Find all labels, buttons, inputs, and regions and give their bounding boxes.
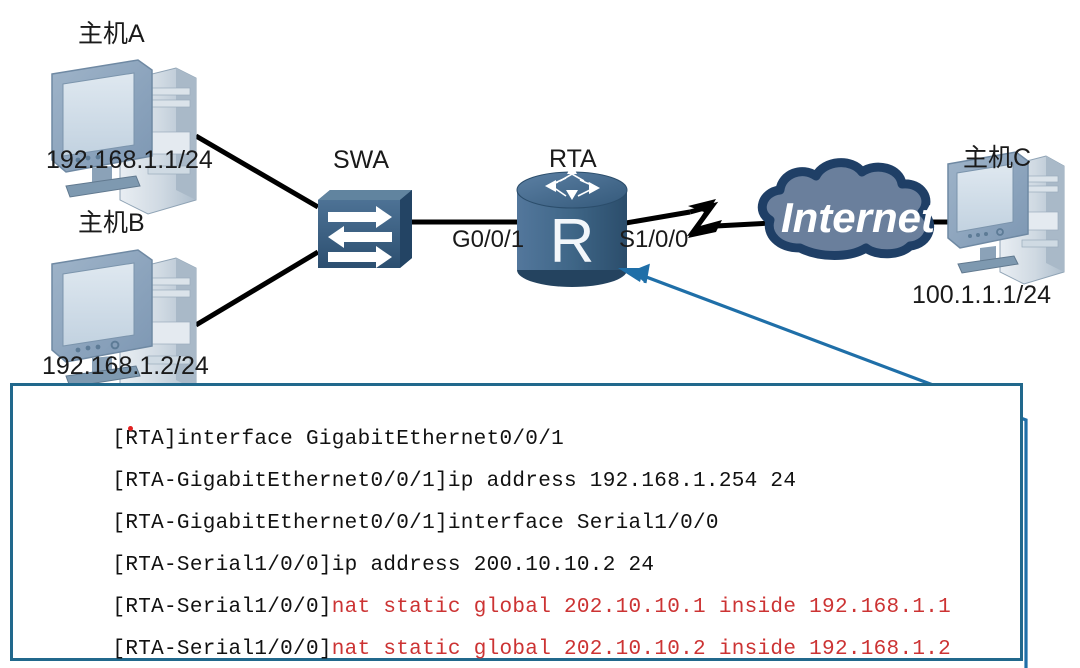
hostB-ip-label: 192.168.1.2/24 — [42, 352, 209, 380]
config-prompt: [RTA-GigabitEthernet0/0/1] — [112, 512, 448, 535]
config-prompt: [RTA-Serial1/0/0] — [112, 638, 332, 661]
router-config-box: [RTA]interface GigabitEthernet0/0/1 [RTA… — [10, 383, 1023, 661]
svg-text:Internet: Internet — [781, 194, 937, 241]
callout-arrow — [618, 263, 1028, 668]
config-prompt: [RTA-GigabitEthernet0/0/1] — [112, 470, 448, 493]
config-line: [RTA-Serial1/0/0]nat static global 202.1… — [35, 615, 951, 668]
hostA-computer-icon — [51, 59, 197, 215]
config-line: [RTA-GigabitEthernet0/0/1]ip address 192… — [35, 447, 796, 516]
hostC-label: 主机C — [963, 144, 1032, 172]
config-command: nat static global 202.10.10.2 inside 192… — [331, 638, 952, 661]
swa-switch-icon — [318, 190, 412, 268]
config-command: interface Serial1/0/0 — [447, 512, 719, 535]
config-line: [RTA-Serial1/0/0]ip address 200.10.10.2 … — [35, 531, 654, 600]
internet-cloud-icon: Internet — [757, 158, 937, 260]
config-command: ip address 200.10.10.2 24 — [331, 554, 655, 577]
router-wan-interface-label: S1/0/0 — [619, 226, 689, 253]
config-line: [RTA-Serial1/0/0]nat static global 202.1… — [35, 573, 951, 642]
hostA-label: 主机A — [78, 20, 145, 48]
link-hostA-swa — [194, 133, 320, 210]
config-prompt: [RTA] — [112, 428, 177, 451]
hostC-ip-label: 100.1.1.1/24 — [912, 281, 1052, 309]
link-hostB-swa — [194, 249, 320, 328]
config-prompt: [RTA-Serial1/0/0] — [112, 554, 332, 577]
config-command: ip address 192.168.1.254 24 — [447, 470, 797, 493]
link-rta-internet-serial — [619, 199, 791, 238]
red-dot-annotation — [128, 426, 133, 431]
rta-router-icon: R — [516, 164, 628, 287]
svg-text:R: R — [550, 207, 595, 276]
hostB-label: 主机B — [78, 209, 145, 237]
hostA-ip-label: 192.168.1.1/24 — [46, 146, 213, 174]
hostB-computer-icon — [51, 249, 197, 405]
rta-label: RTA — [549, 145, 597, 173]
config-prompt: [RTA-Serial1/0/0] — [112, 596, 332, 619]
router-lan-interface-label: G0/0/1 — [452, 226, 525, 253]
swa-label: SWA — [333, 146, 390, 174]
config-command: interface GigabitEthernet0/0/1 — [176, 428, 564, 451]
config-line: [RTA]interface GigabitEthernet0/0/1 — [35, 405, 564, 474]
config-command: nat static global 202.10.10.1 inside 192… — [331, 596, 952, 619]
config-line: [RTA-GigabitEthernet0/0/1]interface Seri… — [35, 489, 719, 558]
hostC-computer-icon — [947, 151, 1065, 285]
